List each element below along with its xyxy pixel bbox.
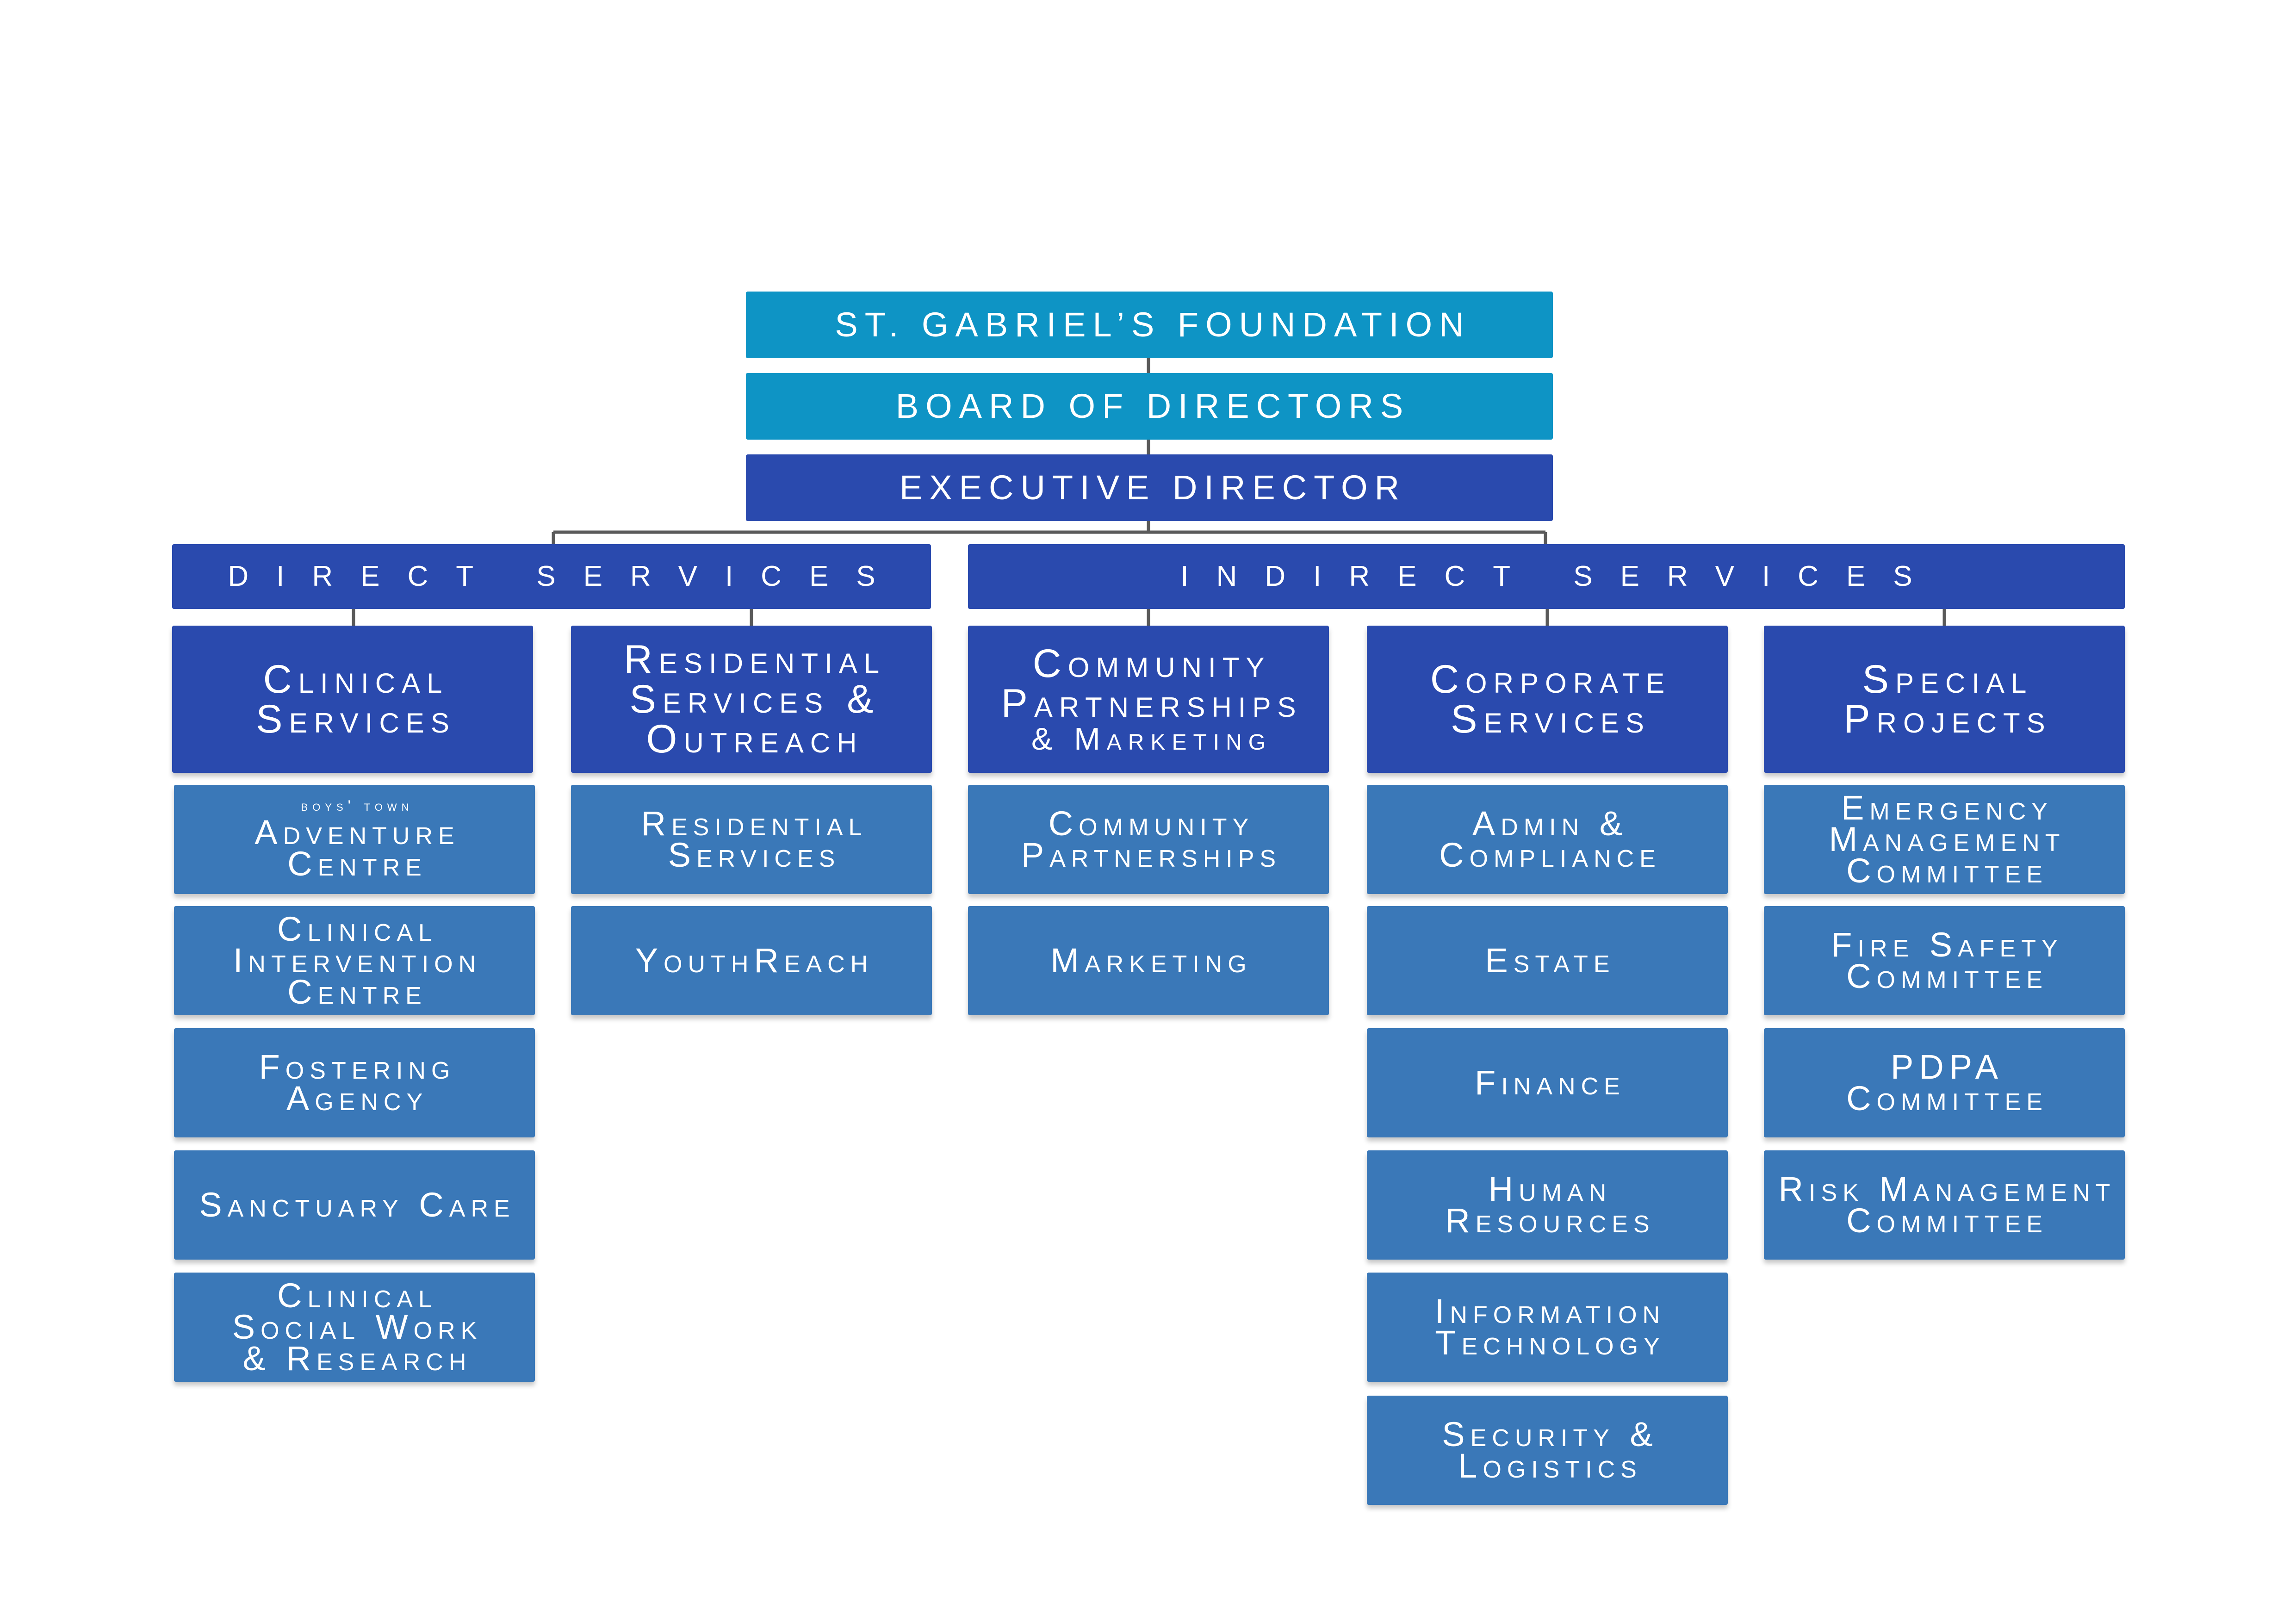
- unit-line: Human: [1488, 1169, 1612, 1208]
- unit-line: Committee: [1846, 957, 2048, 995]
- direct-services-label: DIRECT SERVICES: [228, 560, 903, 592]
- unit-line: Risk Management: [1778, 1169, 2116, 1208]
- indirect-services-header: INDIRECT SERVICES: [968, 544, 2125, 609]
- dept-line: Outreach: [646, 717, 863, 761]
- unit-line: Residential: [641, 804, 868, 843]
- unit-line: Committee: [1846, 1079, 2048, 1118]
- unit-marketing: Marketing: [968, 906, 1329, 1015]
- unit-security-logistics: Security & Logistics: [1367, 1396, 1728, 1505]
- unit-line: Finance: [1475, 1063, 1626, 1102]
- dept-special-projects: Special Projects: [1764, 626, 2125, 773]
- dept-corporate-services: Corporate Services: [1367, 626, 1728, 773]
- indirect-services-label: INDIRECT SERVICES: [1180, 560, 1940, 592]
- unit-line: Estate: [1485, 941, 1615, 980]
- unit-line: Management: [1829, 820, 2066, 858]
- unit-line: Partnerships: [1021, 836, 1282, 874]
- board-label: BOARD OF DIRECTORS: [895, 387, 1410, 425]
- dept-line: & Marketing: [1031, 721, 1272, 757]
- unit-residential-services: Residential Services: [571, 785, 932, 894]
- unit-line: Logistics: [1458, 1447, 1642, 1485]
- unit-line: YouthReach: [635, 941, 874, 980]
- direct-services-header: DIRECT SERVICES: [172, 544, 931, 609]
- unit-small-label: Boys' Town: [301, 797, 414, 814]
- dept-line: Corporate: [1430, 657, 1671, 702]
- unit-finance: Finance: [1367, 1028, 1728, 1137]
- unit-line: Social Work: [232, 1307, 483, 1346]
- unit-information-technology: Information Technology: [1367, 1273, 1728, 1382]
- dept-line: Services: [1451, 697, 1651, 741]
- unit-line: Fostering: [259, 1047, 456, 1086]
- unit-line: Technology: [1435, 1323, 1665, 1362]
- unit-line: Sanctuary Care: [199, 1185, 515, 1224]
- foundation-label: ST. GABRIEL’S FOUNDATION: [835, 305, 1471, 344]
- unit-line: Intervention: [233, 941, 482, 980]
- unit-sanctuary-care: Sanctuary Care: [174, 1150, 535, 1260]
- dept-line: Partnerships: [1001, 681, 1303, 726]
- unit-adventure-centre: Boys' Town Adventure Centre: [174, 785, 535, 894]
- dept-line: Clinical: [263, 657, 449, 702]
- unit-pdpa-committee: PDPA Committee: [1764, 1028, 2125, 1137]
- dept-clinical-services: Clinical Services: [172, 626, 533, 773]
- unit-line: Security &: [1442, 1415, 1658, 1453]
- unit-line: Information: [1434, 1292, 1666, 1330]
- unit-human-resources: Human Resources: [1367, 1150, 1728, 1260]
- unit-youthreach: YouthReach: [571, 906, 932, 1015]
- unit-line: Committee: [1846, 851, 2048, 890]
- unit-admin-compliance: Admin & Compliance: [1367, 785, 1728, 894]
- board-box: BOARD OF DIRECTORS: [746, 373, 1553, 440]
- unit-clinical-social-work-research: Clinical Social Work & Research: [174, 1273, 535, 1382]
- dept-line: Services &: [629, 677, 880, 721]
- unit-line: Compliance: [1439, 836, 1661, 874]
- foundation-box: ST. GABRIEL’S FOUNDATION: [746, 292, 1553, 358]
- unit-line: Marketing: [1050, 941, 1252, 980]
- unit-line: Fire Safety: [1831, 925, 2063, 964]
- unit-emergency-management-committee: Emergency Management Committee: [1764, 785, 2125, 894]
- dept-community-partnerships-marketing: Community Partnerships & Marketing: [968, 626, 1329, 773]
- unit-fostering-agency: Fostering Agency: [174, 1028, 535, 1137]
- dept-line: Special: [1862, 657, 2033, 702]
- unit-line: Agency: [286, 1079, 428, 1118]
- unit-line: Centre: [287, 973, 427, 1012]
- unit-risk-management-committee: Risk Management Committee: [1764, 1150, 2125, 1260]
- dept-line: Projects: [1843, 697, 2052, 741]
- unit-line: Centre: [287, 844, 427, 883]
- unit-clinical-intervention-centre: Clinical Intervention Centre: [174, 906, 535, 1015]
- dept-line: Services: [256, 697, 456, 741]
- unit-estate: Estate: [1367, 906, 1728, 1015]
- unit-line: Community: [1048, 804, 1254, 843]
- unit-line: & Research: [242, 1339, 472, 1378]
- unit-line: Committee: [1846, 1201, 2048, 1240]
- unit-community-partnerships: Community Partnerships: [968, 785, 1329, 894]
- unit-line: Services: [668, 836, 841, 874]
- executive-box: EXECUTIVE DIRECTOR: [746, 454, 1553, 521]
- unit-line: Clinical: [277, 909, 437, 948]
- dept-line: Residential: [623, 637, 886, 682]
- unit-line: Admin &: [1472, 804, 1628, 843]
- unit-line: Resources: [1445, 1201, 1655, 1240]
- executive-label: EXECUTIVE DIRECTOR: [899, 468, 1407, 507]
- unit-line: Emergency: [1841, 788, 2053, 827]
- unit-line: Adventure: [254, 813, 460, 851]
- unit-line: Clinical: [277, 1276, 437, 1315]
- unit-line: PDPA: [1890, 1047, 2004, 1086]
- dept-line: Community: [1032, 641, 1271, 686]
- unit-fire-safety-committee: Fire Safety Committee: [1764, 906, 2125, 1015]
- dept-residential-services-outreach: Residential Services & Outreach: [571, 626, 932, 773]
